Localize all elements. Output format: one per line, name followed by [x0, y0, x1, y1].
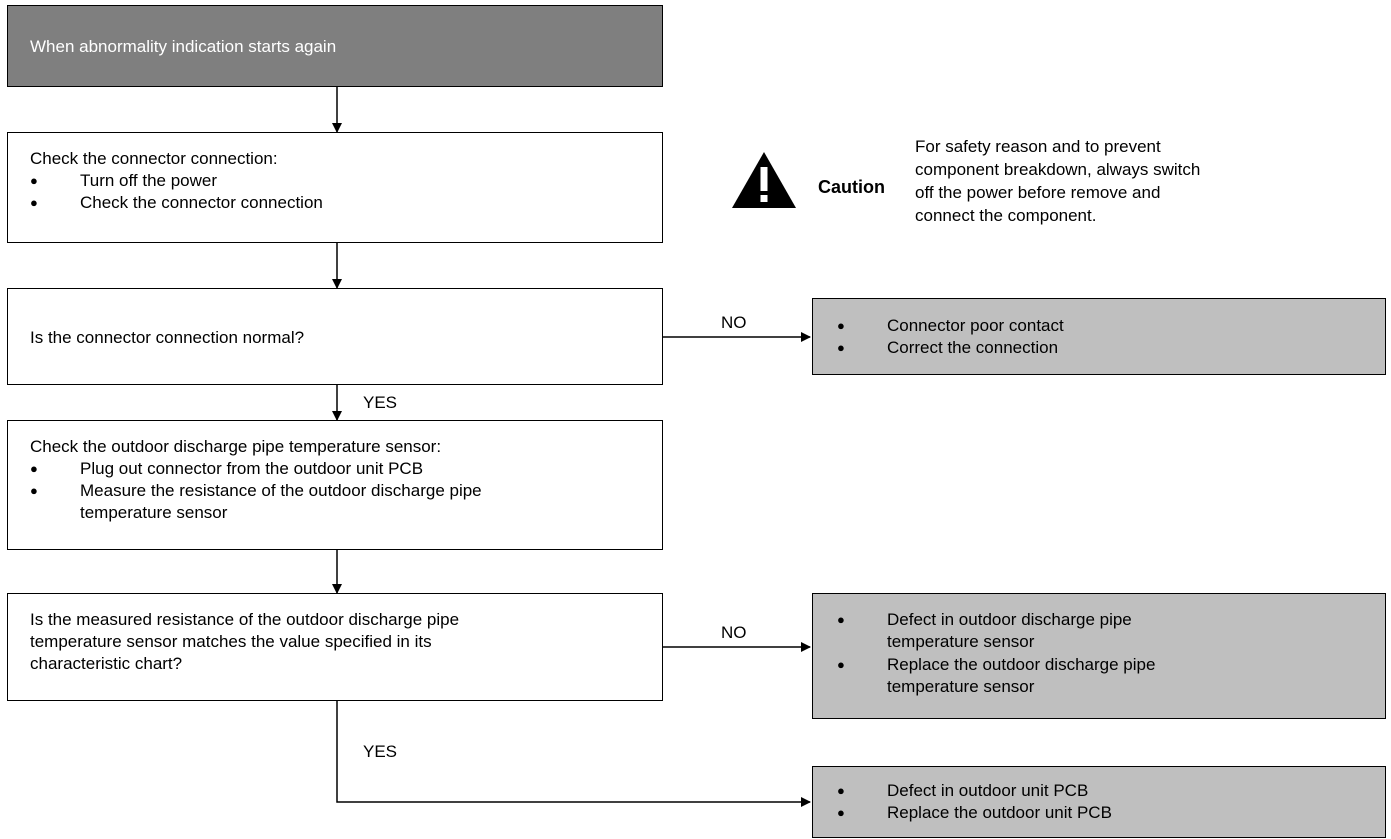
list-item: Turn off the power	[30, 170, 662, 192]
list-item: Correct the connection	[837, 337, 1385, 359]
start-label: When abnormality indication starts again	[30, 37, 337, 56]
connector-normal-question: Is the connector connection normal?	[30, 328, 305, 347]
list-item: Connector poor contact	[837, 315, 1385, 337]
resistance-question-line: Is the measured resistance of the outdoo…	[30, 610, 460, 629]
caution-line: connect the component.	[915, 206, 1097, 225]
check-connector-title: Check the connector connection:	[30, 149, 278, 168]
list-item: Plug out connector from the outdoor unit…	[30, 458, 662, 480]
list-item-line: Plug out connector from the outdoor unit…	[80, 459, 424, 478]
sensor-defect-list: Defect in outdoor discharge pipe tempera…	[837, 609, 1385, 698]
resistance-question-box: Is the measured resistance of the outdoo…	[7, 593, 663, 701]
arrow-decision2-yes	[336, 701, 811, 807]
decision1-no-label: NO	[721, 313, 747, 332]
connector-poor-contact-list: Connector poor contact Correct the conne…	[837, 315, 1385, 359]
list-item: Defect in outdoor discharge pipe tempera…	[837, 609, 1385, 653]
list-item: Measure the resistance of the outdoor di…	[30, 480, 662, 524]
decision1-yes-label: YES	[363, 393, 398, 412]
caution-text: For safety reason and to prevent compone…	[915, 135, 1200, 227]
check-connector-list: Turn off the power Check the connector c…	[30, 170, 662, 214]
list-item-line: Replace the outdoor discharge pipe	[887, 655, 1156, 674]
list-item-line: temperature sensor	[887, 632, 1035, 651]
list-item: Check the connector connection	[30, 192, 662, 214]
decision2-no-label: NO	[721, 623, 747, 642]
list-item: Replace the outdoor discharge pipe tempe…	[837, 654, 1385, 698]
resistance-question-line: characteristic chart?	[30, 654, 183, 673]
caution-line: component breakdown, always switch	[915, 160, 1201, 179]
connector-normal-question-box: Is the connector connection normal?	[7, 288, 663, 385]
connector-poor-contact-box: Connector poor contact Correct the conne…	[812, 298, 1386, 375]
list-item: Defect in outdoor unit PCB	[837, 780, 1385, 802]
pcb-defect-box: Defect in outdoor unit PCB Replace the o…	[812, 766, 1386, 838]
check-sensor-box: Check the outdoor discharge pipe tempera…	[7, 420, 663, 550]
list-item-line: Defect in outdoor discharge pipe	[887, 610, 1132, 629]
caution-line: off the power before remove and	[915, 183, 1161, 202]
check-connector-box: Check the connector connection: Turn off…	[7, 132, 663, 243]
caution-line: For safety reason and to prevent	[915, 137, 1161, 156]
check-sensor-list: Plug out connector from the outdoor unit…	[30, 458, 662, 524]
sensor-defect-box: Defect in outdoor discharge pipe tempera…	[812, 593, 1386, 719]
pcb-defect-list: Defect in outdoor unit PCB Replace the o…	[837, 780, 1385, 824]
resistance-question-line: temperature sensor matches the value spe…	[30, 632, 432, 651]
list-item-line: temperature sensor	[887, 677, 1035, 696]
decision2-yes-label: YES	[363, 742, 398, 761]
caution-label: Caution	[818, 177, 885, 197]
list-item-line: temperature sensor	[80, 503, 228, 522]
list-item-line: Measure the resistance of the outdoor di…	[80, 481, 482, 500]
check-sensor-title: Check the outdoor discharge pipe tempera…	[30, 437, 442, 456]
list-item: Replace the outdoor unit PCB	[837, 802, 1385, 824]
start-box: When abnormality indication starts again	[7, 5, 663, 87]
